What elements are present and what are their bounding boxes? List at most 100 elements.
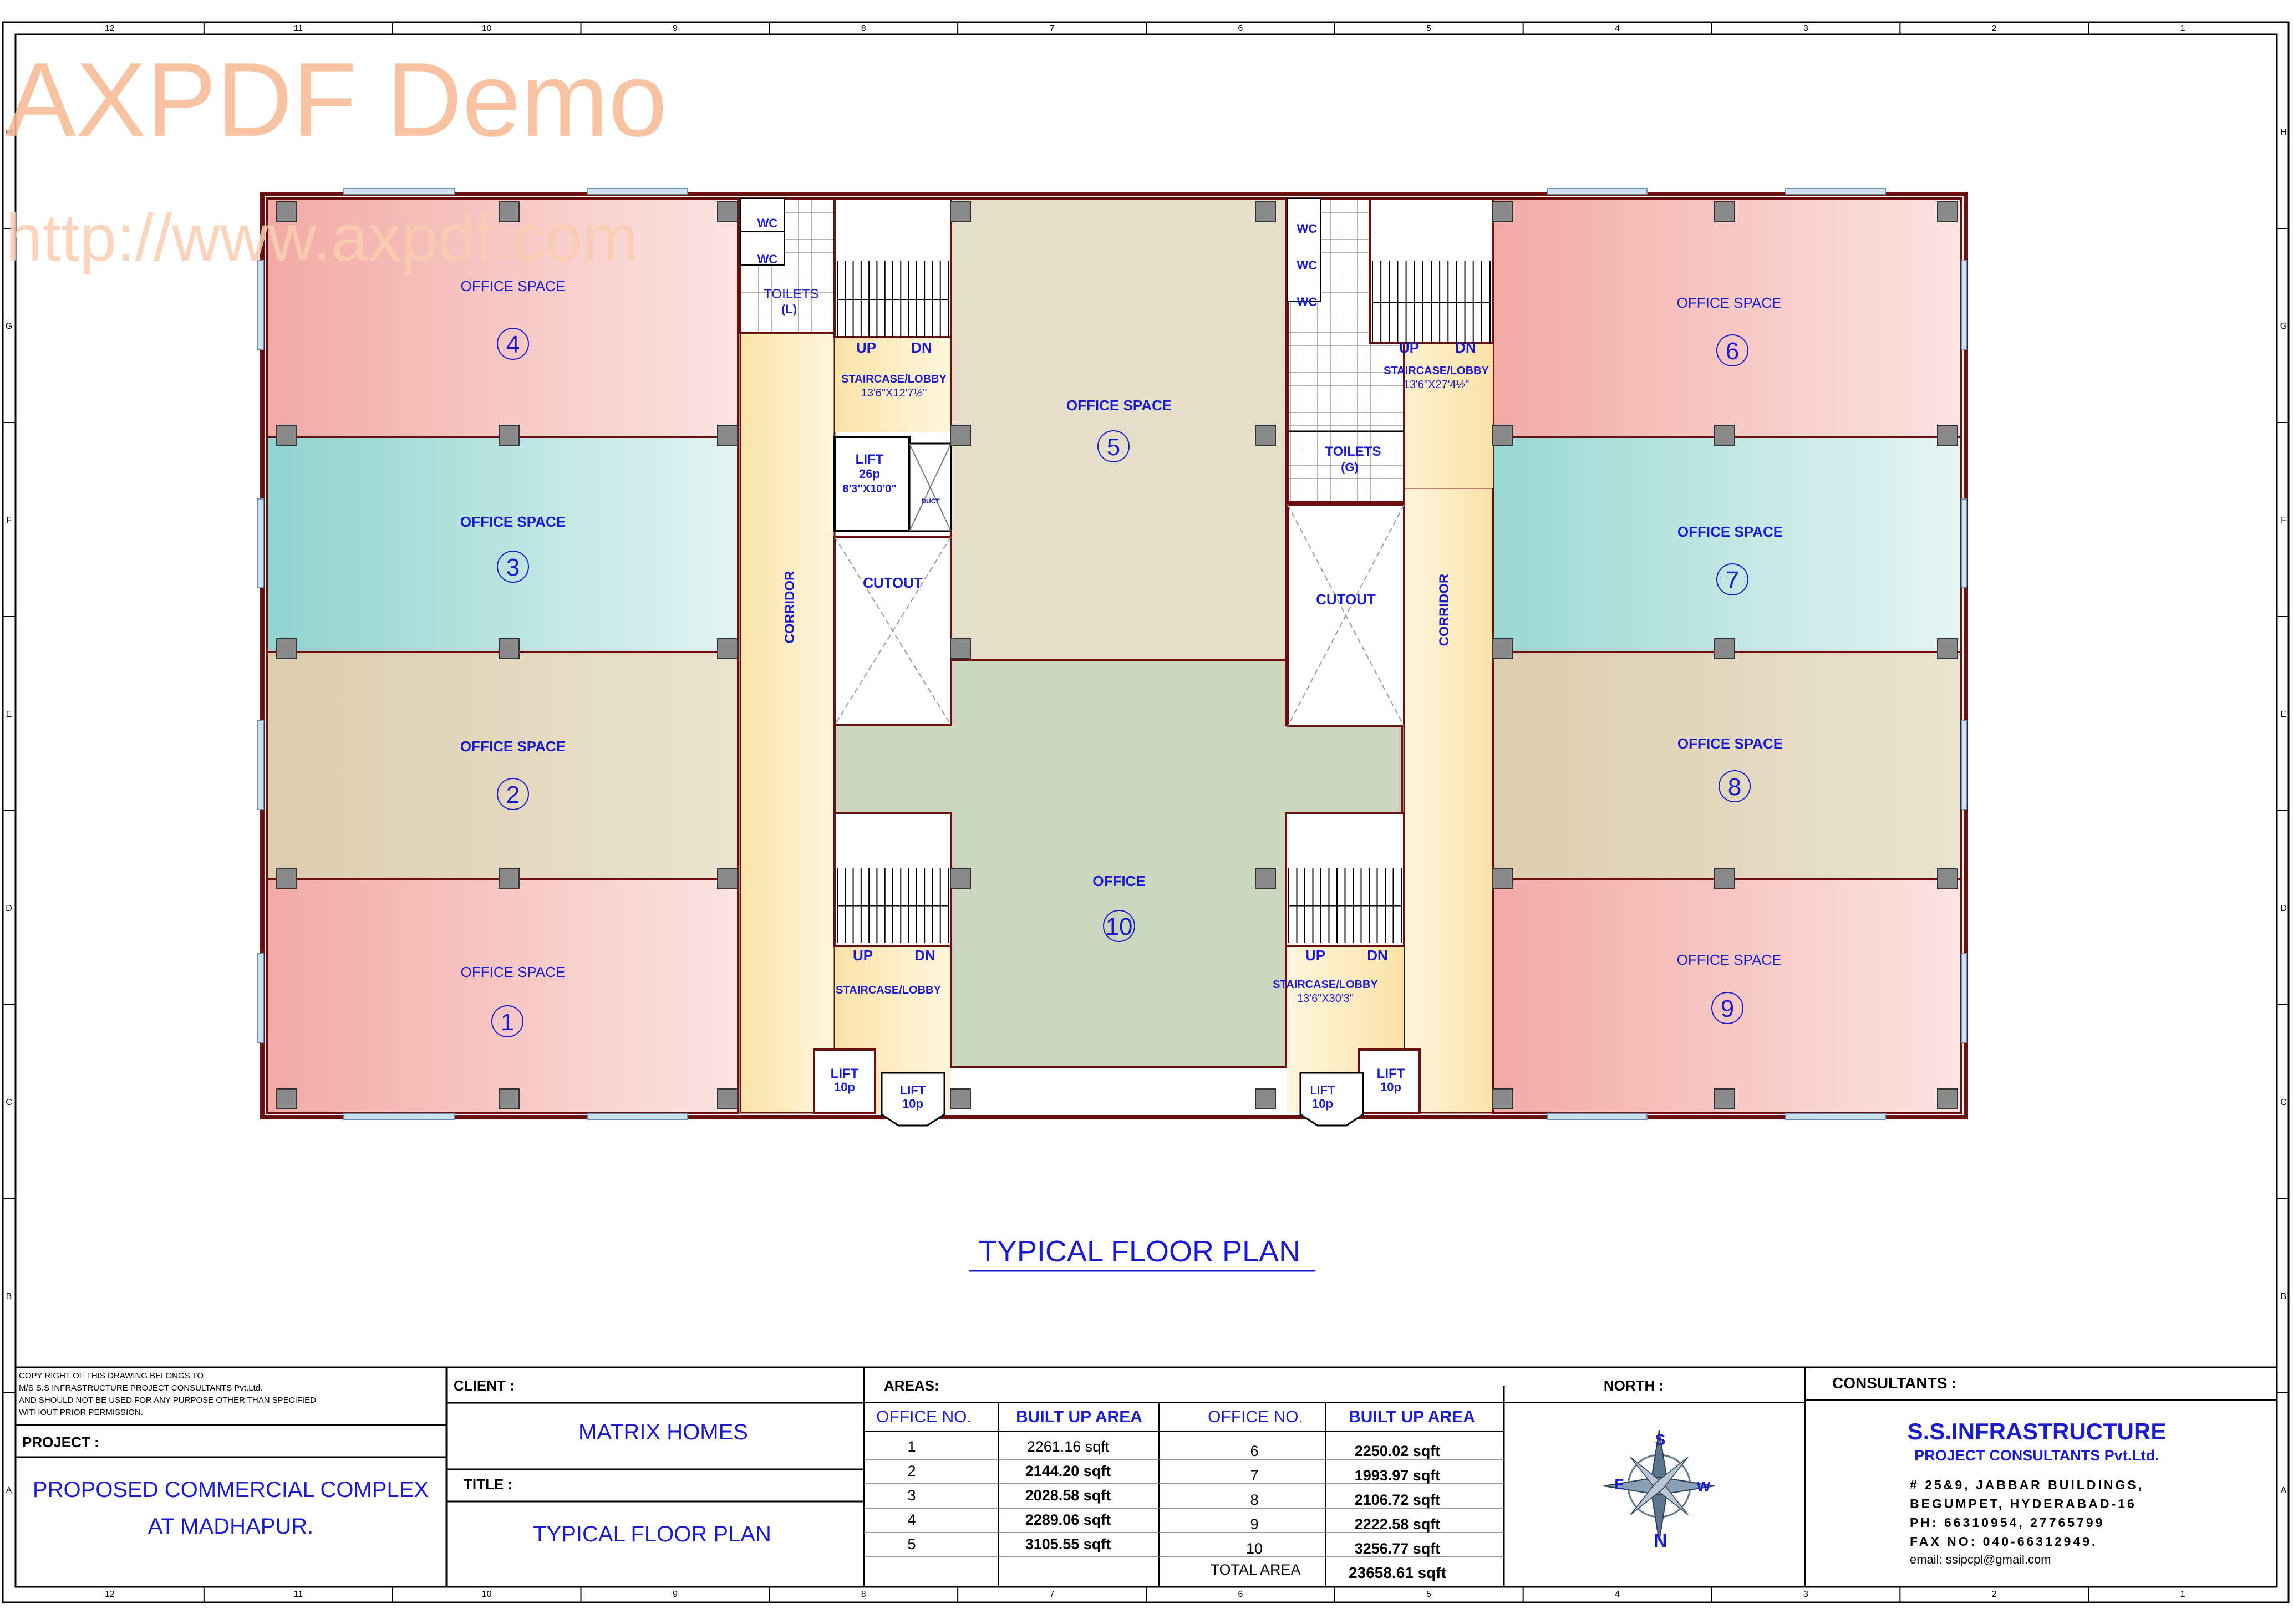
compass-n: N: [1654, 1530, 1667, 1551]
structural-column: [276, 638, 297, 659]
grid-column-label-top: 2: [1992, 24, 1997, 33]
lift-label: LIFT: [856, 452, 884, 467]
office-number-circle: [1711, 992, 1743, 1024]
grid-column-label-top: 6: [1238, 24, 1243, 33]
areas-office-no: 5: [907, 1536, 916, 1552]
office-space-room: [266, 878, 739, 1114]
capsule-lift-right: [1299, 1072, 1364, 1127]
grid-row-label-right: C: [2280, 1098, 2287, 1107]
grid-row-label-right: H: [2280, 128, 2287, 137]
toilets-left-label: TOILETS: [764, 287, 819, 302]
window-strip: [1785, 188, 1886, 195]
capsule-lift-left: [881, 1072, 945, 1127]
office-space-room: [266, 436, 739, 653]
office-space-room: [1492, 436, 1962, 653]
window-strip-vertical: [257, 953, 264, 1043]
structural-column: [1714, 1088, 1735, 1109]
grid-row-label-right: A: [2281, 1486, 2287, 1495]
structural-column: [499, 425, 520, 446]
title-label: TITLE :: [464, 1476, 512, 1493]
office-label: OFFICE SPACE: [1066, 397, 1172, 414]
office-label: OFFICE: [1092, 873, 1145, 889]
consultant-address: PH: 66310954, 27765799: [1910, 1515, 2104, 1530]
stair-up-label: UP: [1399, 339, 1419, 356]
grid-column-label-bottom: 8: [861, 1590, 866, 1599]
office-number: 10: [1106, 913, 1133, 940]
office-label: OFFICE SPACE: [460, 738, 566, 755]
grid-column-label-top: 10: [482, 24, 492, 33]
office-number: 9: [1721, 995, 1734, 1022]
structural-column: [1492, 425, 1513, 446]
consultant-subtitle: PROJECT CONSULTANTS Pvt.Ltd.: [1914, 1447, 2159, 1464]
lift-dimension: 8'3"X10'0": [842, 483, 896, 495]
areas-built-up: 3105.55 sqft: [1025, 1536, 1111, 1552]
office-number: 3: [506, 554, 520, 581]
compass-s: S: [1655, 1431, 1666, 1448]
structural-column: [276, 868, 297, 889]
stair-down-label: DN: [911, 339, 932, 356]
toilets-left-label: (L): [781, 302, 797, 316]
corridor-right: [1403, 487, 1494, 1114]
structural-column: [1937, 1088, 1958, 1109]
cutout-right-label: CUTOUT: [1316, 591, 1376, 608]
grid-column-label-top: 3: [1803, 24, 1808, 33]
window-strip-vertical: [1961, 498, 1967, 588]
structural-column: [1937, 201, 1958, 222]
project-name-line1: PROPOSED COMMERCIAL COMPLEX: [33, 1478, 429, 1502]
plan-title: TYPICAL FLOOR PLAN: [979, 1235, 1300, 1268]
areas-label: AREAS:: [884, 1377, 939, 1394]
grid-column-label-bottom: 5: [1426, 1590, 1431, 1599]
structural-column: [276, 425, 297, 446]
office-space-room: [266, 197, 739, 438]
office-number: 1: [501, 1009, 514, 1036]
grid-column-label-bottom: 12: [105, 1590, 115, 1599]
lift-10p-left: [813, 1048, 876, 1114]
consultant-name: S.S.INFRASTRUCTURE: [1908, 1418, 2167, 1444]
office-space-room: [1492, 197, 1962, 438]
structural-column: [717, 868, 738, 889]
staircase-dimension: 13'6"X12'7½": [861, 387, 927, 399]
window-strip-vertical: [257, 498, 264, 588]
window-strip: [1547, 1113, 1648, 1120]
areas-header: OFFICE NO.: [1208, 1408, 1303, 1426]
wc-cubicle-column: [1287, 198, 1321, 302]
staircase-label: STAIRCASE/LOBBY: [841, 373, 947, 385]
grid-column-label-bottom: 9: [673, 1590, 678, 1599]
wc-label: WC: [1297, 295, 1318, 309]
grid-row-label-left: F: [6, 516, 12, 525]
structural-column: [276, 201, 297, 222]
consultant-address: FAX NO: 040-66312949.: [1910, 1534, 2097, 1549]
areas-built-up: 2028.58 sqft: [1025, 1487, 1111, 1504]
lift-label: LIFT: [1310, 1083, 1335, 1097]
compass-w: W: [1697, 1478, 1711, 1495]
window-strip: [343, 1113, 455, 1120]
grid-row-label-right: E: [2281, 710, 2287, 719]
stair-up-label: UP: [853, 947, 873, 964]
grid-row-label-left: G: [6, 322, 12, 331]
office-label: OFFICE SPACE: [461, 964, 566, 980]
window-strip: [587, 188, 688, 195]
structural-column: [1937, 425, 1958, 446]
office-space-room: [1492, 651, 1962, 880]
office-number: 4: [506, 331, 520, 358]
window-strip-vertical: [257, 720, 264, 810]
areas-office-no: 8: [1250, 1491, 1258, 1508]
client-name: MATRIX HOMES: [578, 1420, 748, 1444]
stair-down-label: DN: [1367, 947, 1388, 964]
grid-row-label-left: A: [6, 1486, 12, 1495]
total-area-label: TOTAL AREA: [1210, 1561, 1300, 1578]
staircase-dimension: 13'6"X30'3": [1297, 992, 1354, 1005]
grid-column-label-top: 4: [1615, 24, 1620, 33]
structural-column: [1714, 201, 1735, 222]
office-number-circle: [1097, 430, 1130, 462]
areas-built-up: 1993.97 sqft: [1355, 1467, 1441, 1484]
areas-office-no: 6: [1250, 1443, 1258, 1459]
structural-column: [1255, 425, 1276, 446]
lift-capacity: 10p: [1312, 1097, 1333, 1111]
office-label: OFFICE SPACE: [1677, 294, 1782, 311]
grid-row-label-left: H: [6, 128, 12, 137]
areas-office-no: 4: [907, 1511, 916, 1528]
grid-row-label-left: D: [6, 904, 12, 913]
